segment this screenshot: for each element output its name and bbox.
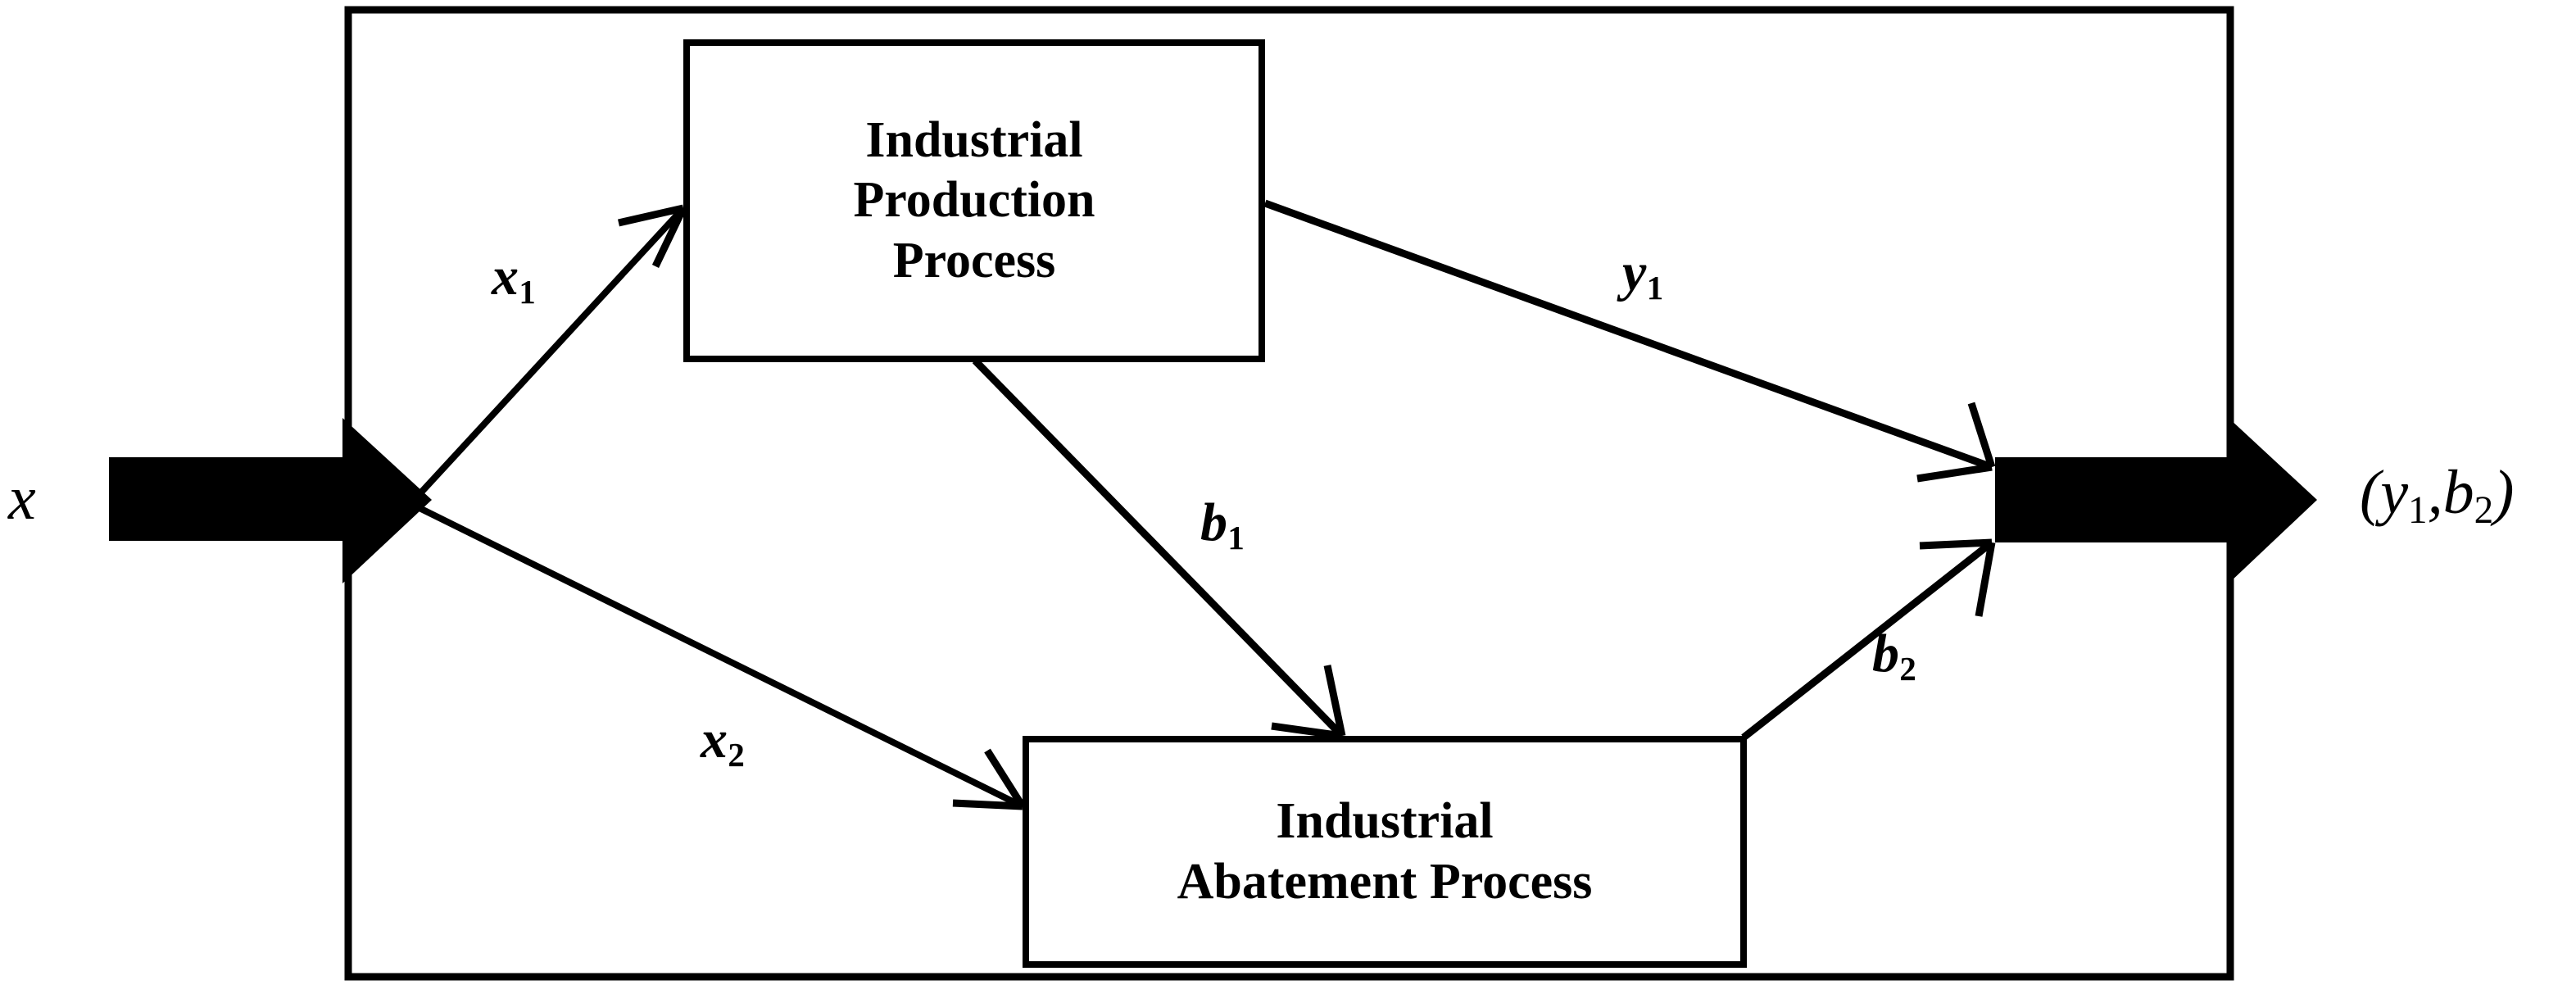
output-paren-close: ) xyxy=(2493,458,2515,527)
flow-x2-subscript: 2 xyxy=(728,736,745,774)
abatement-label-line-1: Industrial xyxy=(1276,793,1494,850)
output-y-subscript: 1 xyxy=(2408,489,2428,533)
flow-b2-symbol: b xyxy=(1872,624,1899,683)
flow-b2-arrow xyxy=(1741,538,1996,741)
flow-b1-arrow xyxy=(972,357,1346,740)
production-label-line-1: Industrial xyxy=(865,112,1083,169)
flow-y1-arrow xyxy=(1263,199,1996,483)
output-y-symbol: y xyxy=(2380,458,2409,527)
flow-b1-subscript: 1 xyxy=(1227,519,1245,556)
flow-y1-label: y1 xyxy=(1622,242,1664,306)
output-paren-open: ( xyxy=(2360,458,2381,527)
output-variable-label: (y1,b2) xyxy=(2360,457,2515,533)
industrial-abatement-process-box xyxy=(1023,736,1747,968)
flow-y1-subscript: 1 xyxy=(1646,269,1664,306)
flow-x1-label: x1 xyxy=(492,246,536,311)
flow-x2-arrow xyxy=(418,505,1026,810)
input-variable-label: x xyxy=(8,463,36,534)
output-b-symbol: b xyxy=(2442,458,2474,527)
flow-b1-symbol: b xyxy=(1200,492,1227,552)
flow-b2-subscript: 2 xyxy=(1899,650,1916,688)
flow-x1-symbol: x xyxy=(492,247,519,306)
industrial-production-process-box xyxy=(683,39,1265,362)
output-b-subscript: 2 xyxy=(2474,489,2494,533)
production-label-line-3: Process xyxy=(892,232,1056,288)
flow-x1-arrow xyxy=(417,204,687,497)
input-variable-text: x xyxy=(8,464,36,533)
output-comma: , xyxy=(2427,458,2443,527)
flow-b2-label: b2 xyxy=(1872,623,1916,688)
flow-b1-label: b1 xyxy=(1200,492,1245,556)
output-flow-arrow xyxy=(1995,418,2317,583)
industrial-production-process-label: Industrial Production Process xyxy=(687,43,1262,359)
production-label-line-2: Production xyxy=(853,172,1095,229)
abatement-label-line-2: Abatement Process xyxy=(1177,853,1593,910)
flow-x2-symbol: x xyxy=(701,710,728,769)
flow-x1-subscript: 1 xyxy=(519,273,536,311)
flow-y1-symbol: y xyxy=(1622,243,1647,302)
input-flow-arrow xyxy=(109,418,432,583)
industrial-abatement-process-label: Industrial Abatement Process xyxy=(1026,739,1744,964)
flow-x2-label: x2 xyxy=(701,709,745,774)
